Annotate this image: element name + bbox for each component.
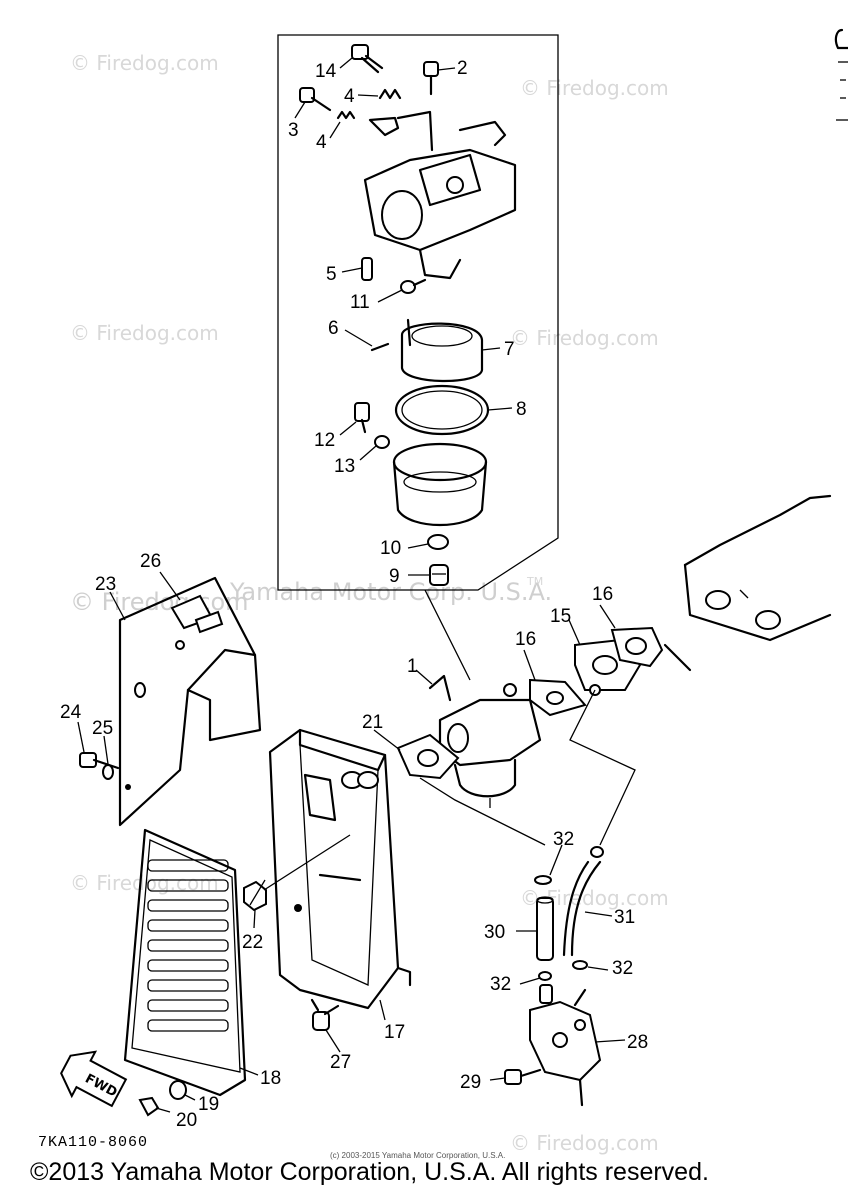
clip-32d-icon (572, 960, 588, 970)
carburetor-kit-box (277, 34, 559, 591)
watermark: © Firedog.com (70, 321, 219, 345)
pin-6-icon (370, 342, 390, 352)
part-label-4b: 4 (316, 132, 327, 153)
screw-29-icon (504, 1068, 542, 1085)
fuel-cock-28-icon (529, 984, 602, 1107)
carburetor-1-icon (428, 674, 542, 808)
copyright-notice: ©2013 Yamaha Motor Corporation, U.S.A. A… (30, 1158, 709, 1186)
part-label-19: 19 (198, 1094, 219, 1115)
clip-32c-icon (538, 971, 552, 981)
washer-13-icon (374, 435, 390, 449)
part-label-6: 6 (328, 318, 339, 339)
part-label-27: 27 (330, 1052, 351, 1073)
filter-element-18-icon (123, 828, 247, 1097)
watermarks: © Firedog.com © Firedog.com © Firedog.co… (70, 51, 669, 1155)
label-plate-26-icon (170, 594, 224, 634)
watermark: © Firedog.com (510, 326, 659, 350)
part-code: 7KA110-8060 (38, 1134, 148, 1151)
engine-block-icon (663, 494, 832, 672)
screw-12-icon (354, 402, 370, 434)
screw-3-icon (299, 87, 332, 112)
part-label-24: 24 (60, 702, 82, 723)
float-bowl-icon (392, 442, 488, 526)
part-label-11: 11 (350, 292, 370, 313)
screw-24-icon (79, 752, 120, 770)
air-cleaner-case-17-icon (268, 728, 412, 1012)
part-label-12: 12 (314, 430, 335, 451)
screw-2-icon (423, 61, 439, 96)
gasket-8-icon (394, 384, 490, 436)
part-label-16: 16 (592, 584, 613, 605)
fuel-hose-30-icon (536, 896, 554, 961)
part-label-10: 10 (380, 538, 401, 559)
label-leader-lines (77, 57, 626, 1113)
part-label-23: 23 (95, 574, 116, 595)
part-label-1: 1 (407, 656, 418, 677)
grommet-19-icon (169, 1080, 187, 1100)
part-label-21: 21 (362, 712, 383, 733)
small-copyright-notice: (c) 2003-2015 Yamaha Motor Corporation, … (330, 1151, 505, 1160)
screw-14-icon (351, 44, 384, 74)
page-edge-fragment (834, 28, 848, 121)
part-label-20: 20 (176, 1110, 197, 1131)
bolt-9-icon (429, 564, 449, 586)
gasket-16-icon (529, 678, 587, 717)
part-label-28: 28 (627, 1032, 648, 1053)
spring-4-icon (378, 88, 402, 100)
carburetor-top-icon (363, 110, 517, 280)
leader-line (263, 834, 351, 891)
part-label-29: 29 (460, 1072, 481, 1093)
part-label-9: 9 (389, 566, 400, 587)
watermark: © Firedog.com (520, 76, 669, 100)
leader-line (424, 589, 471, 681)
part-label-15: 15 (550, 606, 571, 627)
watermark-brand: Yamaha Motor Corp. U.S.A. (229, 578, 552, 606)
fuel-hose-31-icon (562, 860, 602, 957)
float-7-icon (400, 318, 484, 383)
part-label-17: 17 (384, 1022, 405, 1043)
part-label-22: 22 (242, 932, 263, 953)
part-label-2: 2 (457, 58, 468, 79)
air-cleaner-cover-23-icon (118, 576, 262, 827)
watermark-tm: TM (526, 575, 543, 588)
part-label-26: 26 (140, 551, 161, 572)
nut-22-icon (243, 879, 267, 912)
spring-4b-icon (336, 110, 356, 120)
part-label-32b: 32 (490, 974, 511, 995)
part-label-30: 30 (484, 922, 505, 943)
leader-line (419, 777, 546, 846)
part-label-32c: 32 (612, 958, 633, 979)
part-label-31: 31 (614, 907, 635, 928)
part-label-8: 8 (516, 399, 527, 420)
part-label-32: 32 (553, 829, 574, 850)
part-label-3: 3 (288, 120, 299, 141)
washer-25-icon (102, 764, 114, 780)
clip-32b-icon (590, 846, 604, 858)
watermark: © Firedog.com (510, 1131, 659, 1155)
part-labels: 14 2 3 4 4 5 11 6 7 8 12 13 10 9 1 16 15… (60, 58, 648, 1131)
screw-11-icon (400, 278, 427, 294)
part-label-16b: 16 (515, 629, 536, 650)
washer-10-icon (427, 534, 449, 550)
watermark: © Firedog.com (70, 51, 219, 75)
part-label-13: 13 (334, 456, 355, 477)
part-label-25: 25 (92, 718, 113, 739)
jet-5-icon (361, 257, 373, 281)
gasket-16b-icon (610, 626, 664, 668)
part-label-7: 7 (504, 339, 515, 360)
clip-32-icon (534, 875, 552, 885)
part-label-18: 18 (260, 1068, 281, 1089)
gasket-21-icon (396, 733, 460, 780)
fwd-arrow-icon: FWD (60, 1050, 128, 1108)
screw-20-icon (138, 1096, 160, 1117)
part-label-5: 5 (326, 264, 337, 285)
part-label-4: 4 (344, 86, 355, 107)
leader-line (569, 689, 636, 846)
part-label-14: 14 (315, 61, 337, 82)
bolt-27-icon (312, 1004, 340, 1031)
